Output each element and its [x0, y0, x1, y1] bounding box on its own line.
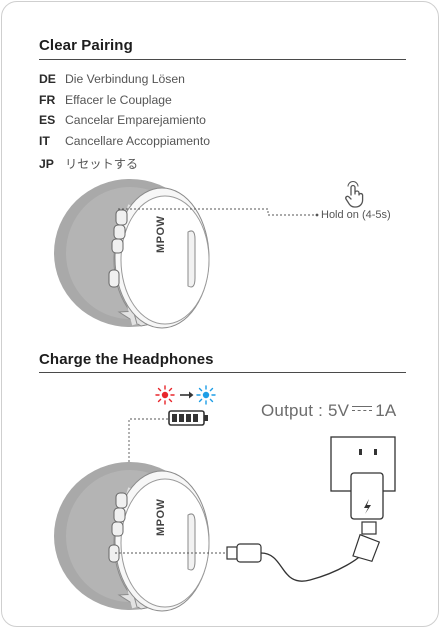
led-blue-icon	[197, 386, 215, 404]
language-code: DE	[39, 72, 65, 86]
language-text: リセットする	[65, 157, 138, 171]
callout-pointer	[118, 207, 320, 219]
output-spec: Output : 5V 1A	[261, 401, 396, 421]
output-voltage: Output : 5V	[261, 401, 349, 420]
usb-cable-icon	[110, 518, 390, 588]
language-code: JP	[39, 157, 65, 171]
charge-divider	[39, 372, 406, 373]
battery-icon	[168, 410, 210, 426]
led-indicator-sequence	[155, 385, 217, 405]
arrow-right-icon	[180, 392, 194, 399]
language-code: FR	[39, 93, 65, 107]
hold-duration-callout: Hold on (4-5s)	[321, 209, 391, 221]
brand-logo: MPOW	[155, 216, 167, 253]
language-code: IT	[39, 134, 65, 148]
language-code: ES	[39, 113, 65, 127]
charge-title: Charge the Headphones	[39, 351, 214, 368]
language-text: Cancelar Emparejamiento	[65, 113, 206, 127]
led-red-icon	[156, 386, 174, 404]
dc-symbol-icon	[352, 405, 372, 413]
hand-press-icon	[342, 183, 366, 211]
output-current: 1A	[375, 401, 396, 420]
clear-pairing-divider	[39, 59, 406, 60]
wall-adapter-icon	[330, 436, 400, 526]
language-text: Die Verbindung Lösen	[65, 72, 185, 86]
clear-pairing-title: Clear Pairing	[39, 37, 133, 54]
language-text: Cancellare Accoppiamento	[65, 134, 210, 148]
earcup-illustration	[45, 176, 285, 331]
language-text: Effacer le Couplage	[65, 93, 172, 107]
